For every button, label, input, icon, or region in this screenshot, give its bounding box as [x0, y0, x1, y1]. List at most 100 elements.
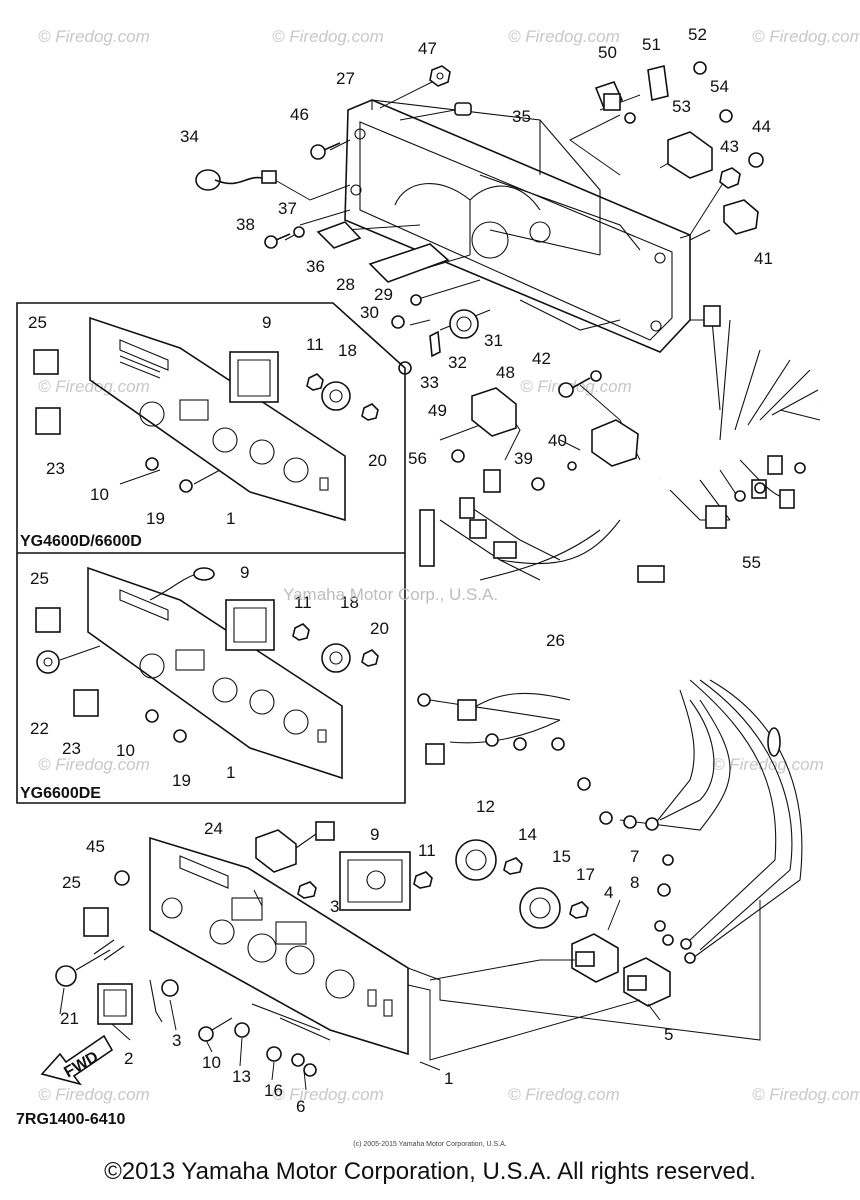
watermark-bl: © Firedog.com: [38, 1085, 150, 1104]
part-49-bolt: [451, 449, 465, 463]
callout-2: 2: [124, 1049, 133, 1068]
callout-4: 4: [604, 883, 613, 902]
callout-18-upper: 18: [338, 341, 357, 360]
ring-terminals: [417, 462, 806, 964]
callout-23-upper: 23: [46, 459, 65, 478]
callout-20-lower: 20: [370, 619, 389, 638]
watermark-tr1: © Firedog.com: [508, 27, 620, 46]
callout-8: 8: [630, 873, 639, 892]
part-30-bolt: [391, 315, 405, 329]
main-panel: [149, 836, 409, 1056]
callout-labels: 47 27 35 46 34 37 38 36 28 29 30 31 32 3…: [28, 25, 773, 1116]
callout-49: 49: [428, 401, 447, 420]
part-block-near-40: [591, 419, 639, 467]
inset-boxes: [16, 302, 406, 804]
callout-24: 24: [204, 819, 223, 838]
callout-32: 32: [448, 353, 467, 372]
callout-30: 30: [360, 303, 379, 322]
callout-38: 38: [236, 215, 255, 234]
callout-3-upper: 3: [330, 897, 339, 916]
callout-9-main: 9: [370, 825, 379, 844]
callout-27: 27: [336, 69, 355, 88]
callout-12: 12: [476, 797, 495, 816]
main-panel-parts: [55, 821, 674, 1077]
callout-7: 7: [630, 847, 639, 866]
watermark-br2: © Firedog.com: [752, 1085, 860, 1104]
callout-10-main: 10: [202, 1053, 221, 1072]
callout-1-lower: 1: [226, 763, 235, 782]
part-34-lamp: [195, 169, 277, 191]
callout-47: 47: [418, 39, 437, 58]
part-35-screw: [454, 102, 472, 116]
part-36-pad: [316, 221, 362, 249]
callout-10-upper: 10: [90, 485, 109, 504]
wiring-harness: [419, 305, 821, 961]
part-47-nut: [429, 65, 451, 87]
part-48-switch: [471, 387, 517, 437]
callout-26: 26: [546, 631, 565, 650]
watermark-lr: © Firedog.com: [712, 755, 824, 774]
callout-40: 40: [548, 431, 567, 450]
part-51-clip: [647, 65, 669, 101]
callout-46: 46: [290, 105, 309, 124]
part-46-bolt: [310, 142, 341, 160]
callout-20-upper: 20: [368, 451, 387, 470]
callout-18-lower: 18: [340, 593, 359, 612]
callout-48: 48: [496, 363, 515, 382]
part-32-bracket: [429, 330, 441, 358]
callout-52: 52: [688, 25, 707, 44]
part-53-relay: [667, 131, 713, 179]
callout-22: 22: [30, 719, 49, 738]
inset-upper-panel: [33, 316, 379, 522]
diagram-code: 7RG1400-6410: [16, 1111, 126, 1128]
part-38-bolt: [264, 233, 291, 249]
copyright-footer: ©2013 Yamaha Motor Corporation, U.S.A. A…: [104, 1158, 756, 1185]
callout-11-main: 11: [418, 841, 436, 860]
part-44-nut: [748, 152, 764, 168]
part-37-washer: [293, 226, 305, 238]
watermark-bc: © Firedog.com: [272, 1085, 384, 1104]
callout-29: 29: [374, 285, 393, 304]
callout-54: 54: [710, 77, 729, 96]
callout-25-upper: 25: [28, 313, 47, 332]
part-31-circuit-breaker: [449, 309, 479, 339]
callout-3-lower: 3: [172, 1031, 181, 1050]
callout-37: 37: [278, 199, 297, 218]
callout-14: 14: [518, 825, 537, 844]
watermark-ml: © Firedog.com: [38, 377, 150, 396]
callout-25-lower: 25: [30, 569, 49, 588]
leader-lines-lower: [59, 889, 761, 1091]
callout-9-upper: 9: [262, 313, 271, 332]
callout-16: 16: [264, 1081, 283, 1100]
callout-45: 45: [86, 837, 105, 856]
part-29-washer: [410, 294, 422, 306]
callout-36: 36: [306, 257, 325, 276]
watermark-tr2: © Firedog.com: [752, 27, 860, 46]
callout-23-lower: 23: [62, 739, 81, 758]
tiny-credit: (c) 2005-2015 Yamaha Motor Corporation, …: [353, 1141, 507, 1148]
part-42-bolt: [558, 370, 602, 398]
callout-21: 21: [60, 1009, 79, 1028]
watermark-layer: © Firedog.com © Firedog.com © Firedog.co…: [38, 27, 860, 1104]
callout-42: 42: [532, 349, 551, 368]
callout-19-lower: 19: [172, 771, 191, 790]
part-43-nut: [719, 167, 741, 189]
callout-19-upper: 19: [146, 509, 165, 528]
callout-17: 17: [576, 865, 595, 884]
part-52-screw: [693, 61, 707, 75]
callout-10-lower: 10: [116, 741, 135, 760]
part-39-bolt: [531, 477, 545, 491]
part-54-screw: [719, 109, 733, 123]
inset-lower-panel: [35, 566, 379, 780]
callout-34: 34: [180, 127, 199, 146]
callout-11-upper: 11: [306, 335, 324, 354]
callout-39: 39: [514, 449, 533, 468]
watermark-ll: © Firedog.com: [38, 755, 150, 774]
watermark-tc: © Firedog.com: [272, 27, 384, 46]
caption-lower-model: YG6600DE: [20, 785, 101, 802]
part-28-plate: [368, 243, 450, 283]
callout-1-main: 1: [444, 1069, 453, 1088]
callout-41: 41: [754, 249, 773, 268]
frame-housing: [344, 99, 691, 353]
